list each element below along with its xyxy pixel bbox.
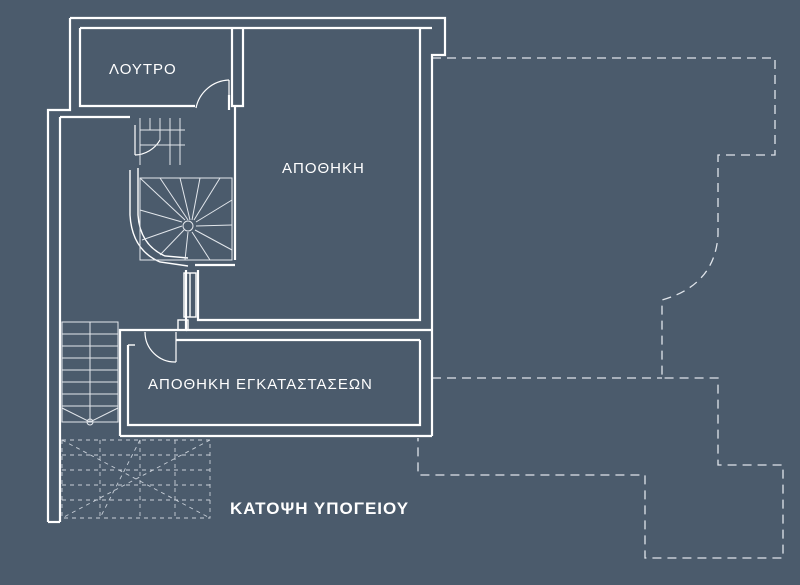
room-label-storage: ΑΠΟΘΗΚΗ [282,160,365,177]
room-label-bathroom: ΛΟΥΤΡΟ [109,61,177,78]
basement-walls [46,16,447,524]
projected-stairs [61,439,211,519]
plan-title: ΚΑΤΟΨΗ ΥΠΟΓΕΙΟΥ [230,499,409,518]
straight-staircase [61,321,119,426]
upper-floor-outline [417,57,784,559]
room-label-installations-storage: ΑΠΟΘΗΚΗ ΕΓΚΑΤΑΣΤΑΣΕΩΝ [148,376,373,393]
spiral-staircase [129,118,233,267]
doors [134,79,230,363]
